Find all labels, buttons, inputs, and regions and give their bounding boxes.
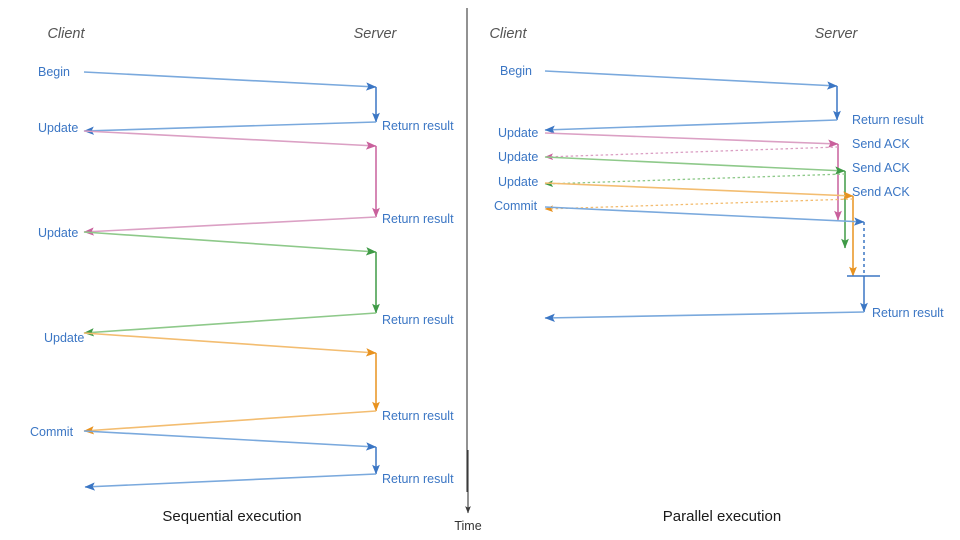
seq-commit-reply-label: Return result xyxy=(382,472,454,486)
panel-caption-sequential: Sequential execution xyxy=(162,508,301,525)
par-commit-reply-label: Return result xyxy=(872,306,944,320)
seq-update-1-reply-arrow xyxy=(83,216,377,236)
par-update-1-request-arrow xyxy=(544,132,839,148)
seq-begin-reply-arrow xyxy=(83,121,377,135)
par-update-3-request-arrow xyxy=(544,182,854,200)
panel-caption-parallel: Parallel execution xyxy=(663,508,781,525)
sequential-server-header: Server xyxy=(354,26,398,42)
seq-update-3-reply-label: Return result xyxy=(382,409,454,423)
parallel-client-header: Client xyxy=(489,26,527,42)
par-update-1-reply-label: Send ACK xyxy=(852,137,910,151)
par-update-2-reply-label: Send ACK xyxy=(852,161,910,175)
seq-begin-label: Begin xyxy=(38,65,70,79)
seq-update-2-request-arrow xyxy=(83,231,377,256)
seq-commit-reply-arrow xyxy=(84,473,377,491)
par-begin-reply-label: Return result xyxy=(852,113,924,127)
par-begin-request-arrow xyxy=(544,70,838,90)
seq-update-3-request-arrow xyxy=(83,332,377,357)
par-commit-request-arrow xyxy=(544,206,865,226)
par-update-1-reply-arrow xyxy=(544,146,839,161)
seq-update-2-label: Update xyxy=(38,226,78,240)
seq-update-2-reply-arrow xyxy=(83,312,377,337)
seq-update-3-label: Update xyxy=(44,331,84,345)
seq-update-1-label: Update xyxy=(38,121,78,135)
par-begin-reply-arrow xyxy=(544,119,838,134)
par-update-1-label: Update xyxy=(498,126,538,140)
par-commit-label: Commit xyxy=(494,199,538,213)
seq-begin-reply-label: Return result xyxy=(382,119,454,133)
par-update-2-request-arrow xyxy=(544,156,846,175)
seq-update-3-reply-arrow xyxy=(83,410,377,435)
seq-update-2-reply-label: Return result xyxy=(382,313,454,327)
seq-commit-label: Commit xyxy=(30,425,74,439)
par-begin-label: Begin xyxy=(500,64,532,78)
time-axis-label: Time xyxy=(454,519,481,533)
par-update-2-label: Update xyxy=(498,150,538,164)
seq-update-1-request-arrow xyxy=(83,130,377,150)
seq-commit-request-arrow xyxy=(83,430,377,451)
sequential-client-header: Client xyxy=(47,26,85,42)
par-update-3-reply-arrow xyxy=(544,198,854,213)
par-update-2-reply-arrow xyxy=(544,173,846,188)
divider-layer: Time xyxy=(454,8,482,533)
par-update-3-reply-label: Send ACK xyxy=(852,185,910,199)
seq-begin-request-arrow xyxy=(83,71,377,91)
parallel-server-header: Server xyxy=(815,26,859,42)
par-update-3-label: Update xyxy=(498,175,538,189)
seq-update-1-reply-label: Return result xyxy=(382,212,454,226)
par-commit-reply-arrow xyxy=(544,311,865,322)
